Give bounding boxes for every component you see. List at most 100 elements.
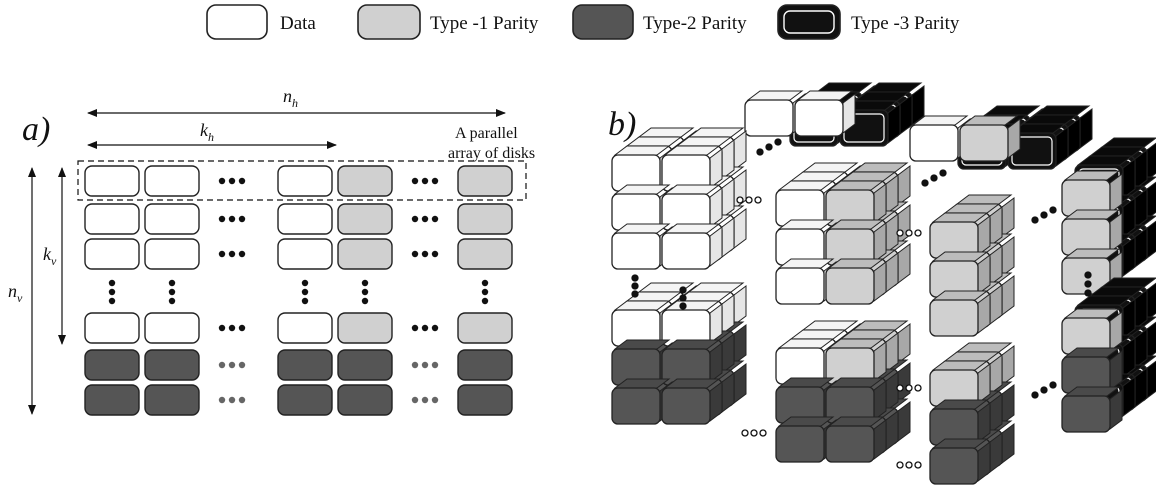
- depth-ellipsis-dot: [905, 229, 913, 237]
- h-ellipsis-left-dot-r3: [238, 324, 246, 332]
- v-ellipsis-dot-c3: [361, 288, 369, 296]
- vertical-ellipsis-dot: [631, 282, 639, 290]
- legend-item-type2: Type-2 Parity: [572, 4, 747, 40]
- disk-type2-r4-c0: [84, 349, 140, 381]
- h-ellipsis-left-dot-r4: [218, 361, 226, 369]
- depth-ellipsis-dot: [1031, 216, 1039, 224]
- depth-ellipsis-dot: [1031, 391, 1039, 399]
- h-ellipsis-left-dot-r2: [228, 250, 236, 258]
- v-ellipsis-dot-c3: [361, 297, 369, 305]
- center-top-d0-r1-c1: [825, 219, 887, 266]
- h-ellipsis-right-dot-r2: [431, 250, 439, 258]
- mid-top-type3-d2-r0-c1-side: [1079, 108, 1093, 149]
- legend-swatch-type2: [572, 4, 634, 40]
- center-bottom-d2-r0-c0-top: [801, 320, 859, 331]
- h-ellipsis-left-dot-r3: [218, 324, 226, 332]
- center-bottom-d0-r2-c1: [825, 416, 887, 463]
- v-ellipsis-dot-c1: [168, 297, 176, 305]
- right-col-type3-d2-r1-c0-side: [1146, 181, 1156, 220]
- panel-a: a) nh kh A parallel array of disks kv nv: [8, 86, 535, 416]
- disk-type2-r5-c1: [144, 384, 200, 416]
- depth-ellipsis-dot: [774, 138, 782, 146]
- depth-ellipsis-dot: [1040, 386, 1048, 394]
- vertical-ellipsis-dot: [679, 294, 687, 302]
- left-bottom-d2-r1-c1-side: [733, 324, 747, 365]
- disk-type1-r0-c3: [337, 165, 393, 197]
- mid-top-front-d0-r0-c1: [959, 115, 1021, 162]
- depth-ellipsis-dot: [896, 229, 904, 237]
- right-col-type1-d0-r0-c0: [1061, 170, 1123, 217]
- h-ellipsis-right-dot-r5: [411, 396, 419, 404]
- v-ellipsis-dot-c4: [481, 288, 489, 296]
- depth-ellipsis-dot: [930, 174, 938, 182]
- center-bottom-d2-r0-c1-top: [851, 320, 909, 331]
- v-ellipsis-dot-c2: [301, 288, 309, 296]
- center-right-bottom-d0-r1-c0: [929, 399, 991, 446]
- depth-ellipsis-dot: [914, 229, 922, 237]
- legend-swatch-type3: [777, 4, 841, 40]
- k-v-label: kv: [43, 244, 57, 268]
- depth-ellipsis-dot: [1040, 211, 1048, 219]
- mid-top-type3-d2-r0-c1-top: [1033, 105, 1091, 116]
- disk-data-r2-c2: [277, 238, 333, 270]
- h-ellipsis-left-dot-r1: [218, 215, 226, 223]
- h-ellipsis-left-dot-r5: [218, 396, 226, 404]
- depth-ellipsis-dot: [1049, 206, 1057, 214]
- center-right-type1-d2-r0-c0-side: [1001, 197, 1015, 238]
- v-ellipsis-dot-c2: [301, 279, 309, 287]
- center-top-d0-r0-c1: [825, 180, 887, 227]
- h-ellipsis-right-dot-r0: [421, 177, 429, 185]
- k-h-label: kh: [200, 120, 214, 144]
- left-top-data-d2-r0-c0-top: [637, 127, 695, 138]
- left-top-data-d2-r0-c1-side: [733, 130, 747, 171]
- legend-item-type3: Type -3 Parity: [777, 4, 960, 40]
- legend-label-type2: Type-2 Parity: [643, 13, 747, 34]
- center-right-bottom-d0-r2-c0-front: [929, 447, 979, 485]
- left-top-data-d0-r1-c1: [661, 184, 723, 231]
- v-ellipsis-dot-c2: [301, 297, 309, 305]
- parallel-array-note-line1: A parallel: [455, 125, 518, 142]
- center-top-d2-r0-c1-top: [851, 162, 909, 173]
- right-col-low-front-d0-r1-c0: [1061, 347, 1123, 394]
- depth-ellipsis-dot: [741, 429, 749, 437]
- depth-ellipsis-dot: [750, 429, 758, 437]
- depth-ellipsis-dot: [896, 384, 904, 392]
- v-ellipsis-dot-c4: [481, 279, 489, 287]
- legend-item-type1: Type -1 Parity: [357, 4, 539, 40]
- right-col-low-type3-d2-r2-c0-side: [1146, 360, 1156, 399]
- depth-ellipsis-dot: [905, 461, 913, 469]
- depth-ellipsis-dot: [754, 196, 762, 204]
- parallel-array-box: [77, 160, 527, 201]
- center-right-type1-d2-r0-c0-top: [955, 194, 1013, 205]
- disk-type1-r2-c3: [337, 238, 393, 270]
- center-right-bottom-d2-r1-c0-side: [1001, 384, 1015, 425]
- h-ellipsis-left-dot-r2: [238, 250, 246, 258]
- center-top-d0-r2-c0-front: [775, 267, 825, 305]
- disk-type1-r1-c4: [457, 203, 513, 235]
- center-top-d2-r0-c0-top: [801, 162, 859, 173]
- h-ellipsis-right-dot-r3: [411, 324, 419, 332]
- n-h-label: nh: [283, 86, 298, 110]
- center-right-bottom-d2-r0-c0-top: [955, 342, 1013, 353]
- h-ellipsis-right-dot-r3: [431, 324, 439, 332]
- h-ellipsis-right-dot-r4: [411, 361, 419, 369]
- legend-swatch-type1: [357, 4, 421, 40]
- h-ellipsis-left-dot-r5: [228, 396, 236, 404]
- center-right-bottom-d0-r0-c0: [929, 360, 991, 407]
- disk-data-r2-c0: [84, 238, 140, 270]
- h-ellipsis-left-dot-r0: [228, 177, 236, 185]
- disk-data-r3-c1: [144, 312, 200, 344]
- left-bottom-d0-r2-c1-front: [661, 387, 711, 425]
- right-col-low-front-d0-r2-c0: [1061, 386, 1123, 433]
- disk-type1-r1-c3: [337, 203, 393, 235]
- h-ellipsis-right-dot-r4: [421, 361, 429, 369]
- depth-ellipsis-dot: [939, 169, 947, 177]
- disk-type2-r4-c2: [277, 349, 333, 381]
- disk-type2-r5-c0: [84, 384, 140, 416]
- depth-ellipsis-dot: [765, 143, 773, 151]
- depth-ellipsis-dot: [745, 196, 753, 204]
- left-top-data-d0-r0-c1: [661, 145, 723, 192]
- left-top-data-d0-r2-c1-front: [661, 232, 711, 270]
- left-top-data-d2-r2-c1-side: [733, 208, 747, 249]
- center-bottom-d2-r1-c1-side: [897, 362, 911, 403]
